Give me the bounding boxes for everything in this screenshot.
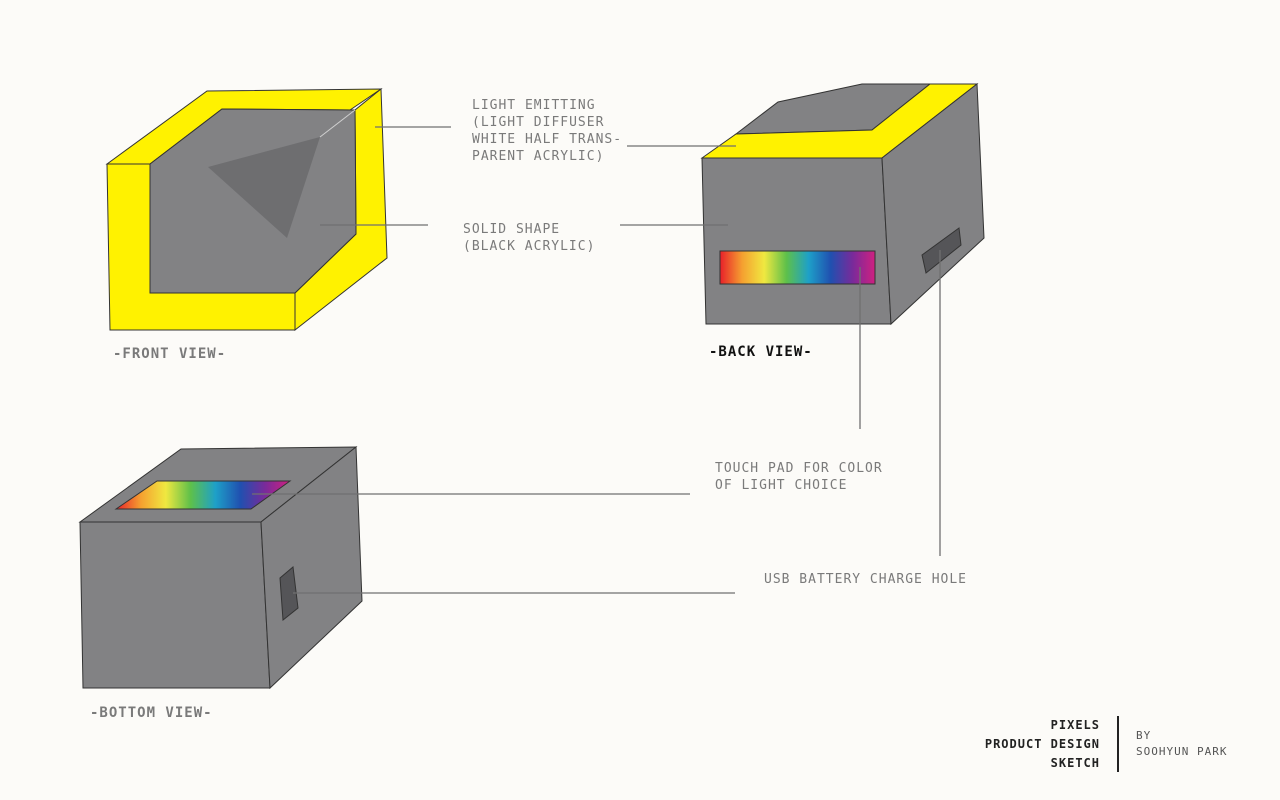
front-view-cube [105, 87, 388, 332]
back-view-cube [700, 83, 985, 326]
leader-lines [252, 126, 941, 594]
product-subtitle-2: SKETCH [1050, 756, 1100, 770]
solid-shape-line-1: SOLID SHAPE [463, 222, 561, 237]
product-title: PIXELS PRODUCT DESIGN SKETCH [985, 716, 1100, 773]
back-front-face [701, 157, 892, 325]
author-name: SOOHYUN PARK [1136, 745, 1228, 758]
bottom-front-face [79, 521, 271, 689]
author-block: BY SOOHYUN PARK [1136, 728, 1227, 760]
bottom-usb-hole [279, 566, 299, 621]
back-touch-pad [719, 250, 876, 285]
bottom-view-cube [78, 445, 363, 690]
back-usb-hole [921, 227, 962, 274]
light-emitting-line-1: LIGHT EMITTING [472, 98, 596, 113]
solid-shape-line-2: (BLACK ACRYLIC) [463, 239, 596, 254]
touch-pad-label: TOUCH PAD FOR COLOR OF LIGHT CHOICE [715, 460, 883, 494]
credit-divider [1117, 716, 1119, 772]
usb-label: USB BATTERY CHARGE HOLE [764, 572, 968, 587]
front-solid-shape [208, 137, 320, 238]
bottom-view-title: -BOTTOM VIEW- [90, 705, 213, 721]
product-subtitle-1: PRODUCT DESIGN [984, 737, 1100, 751]
solid-shape-label: SOLID SHAPE (BLACK ACRYLIC) [463, 221, 595, 255]
by-label: BY [1136, 729, 1152, 742]
light-emitting-line-4: PARENT ACRYLIC) [472, 149, 605, 164]
touch-pad-line-1: TOUCH PAD FOR COLOR [715, 461, 883, 476]
bottom-touch-pad [114, 480, 292, 510]
bottom-side-face [260, 445, 363, 690]
product-name: PIXELS [1050, 718, 1100, 732]
back-side-face [881, 83, 985, 326]
light-emitting-line-2: (LIGHT DIFFUSER [472, 115, 605, 130]
touch-pad-line-2: OF LIGHT CHOICE [715, 478, 848, 493]
light-emitting-line-3: WHITE HALF TRANS- [472, 132, 623, 147]
light-emitting-label: LIGHT EMITTING (LIGHT DIFFUSER WHITE HAL… [472, 97, 622, 165]
front-view-title: -FRONT VIEW- [113, 346, 227, 362]
back-view-title: -BACK VIEW- [709, 344, 813, 360]
